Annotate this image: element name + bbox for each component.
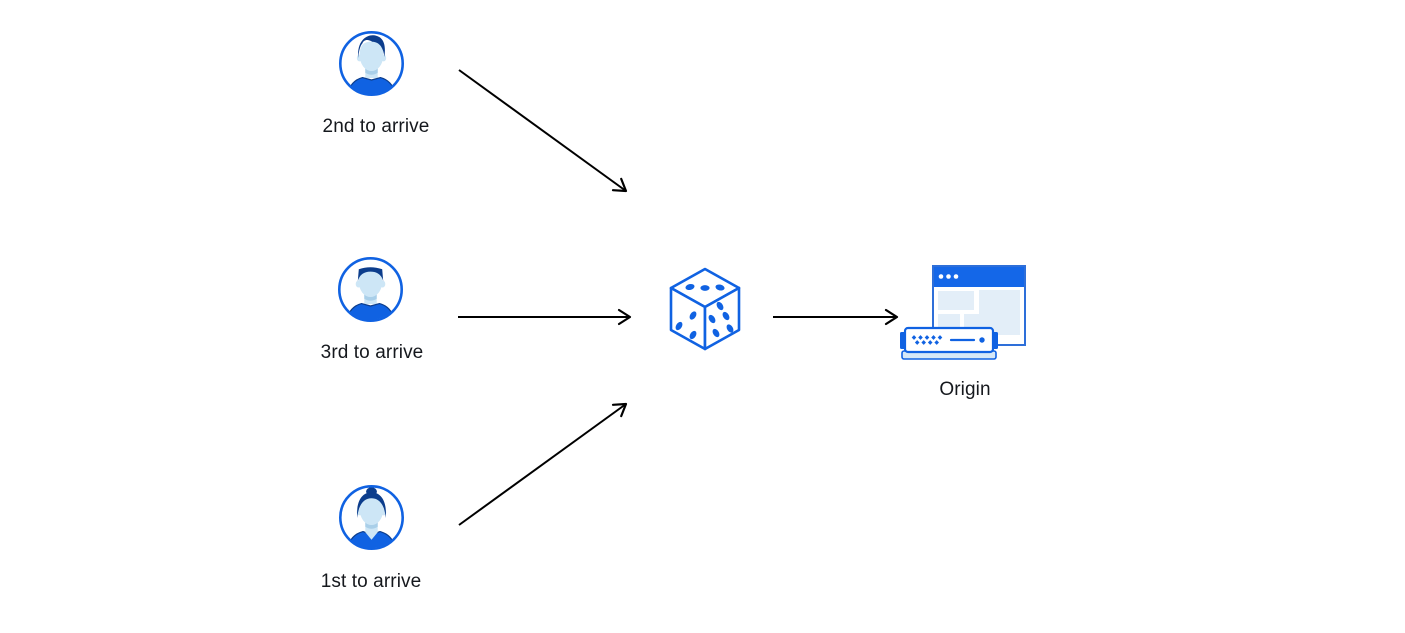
origin-label: Origin <box>939 379 991 400</box>
male-user-avatar-icon <box>338 30 405 97</box>
dice-icon <box>669 267 741 351</box>
arrow-visitor2-to-dice <box>458 69 628 193</box>
node-randomizer <box>668 266 742 352</box>
origin-server-browser-icon <box>900 265 1026 360</box>
visitor-3rd-label: 3rd to arrive <box>320 342 424 363</box>
arrow-visitor1-to-dice <box>458 402 628 526</box>
visitor-2nd-label: 2nd to arrive <box>322 116 430 137</box>
visitor-1st-label: 1st to arrive <box>320 571 422 592</box>
node-visitor-3rd <box>337 256 404 323</box>
male-user-avatar-icon <box>337 256 404 323</box>
female-user-avatar-icon <box>338 484 405 551</box>
node-origin <box>895 258 1030 368</box>
node-visitor-1st <box>338 484 405 551</box>
node-visitor-2nd <box>338 30 405 97</box>
